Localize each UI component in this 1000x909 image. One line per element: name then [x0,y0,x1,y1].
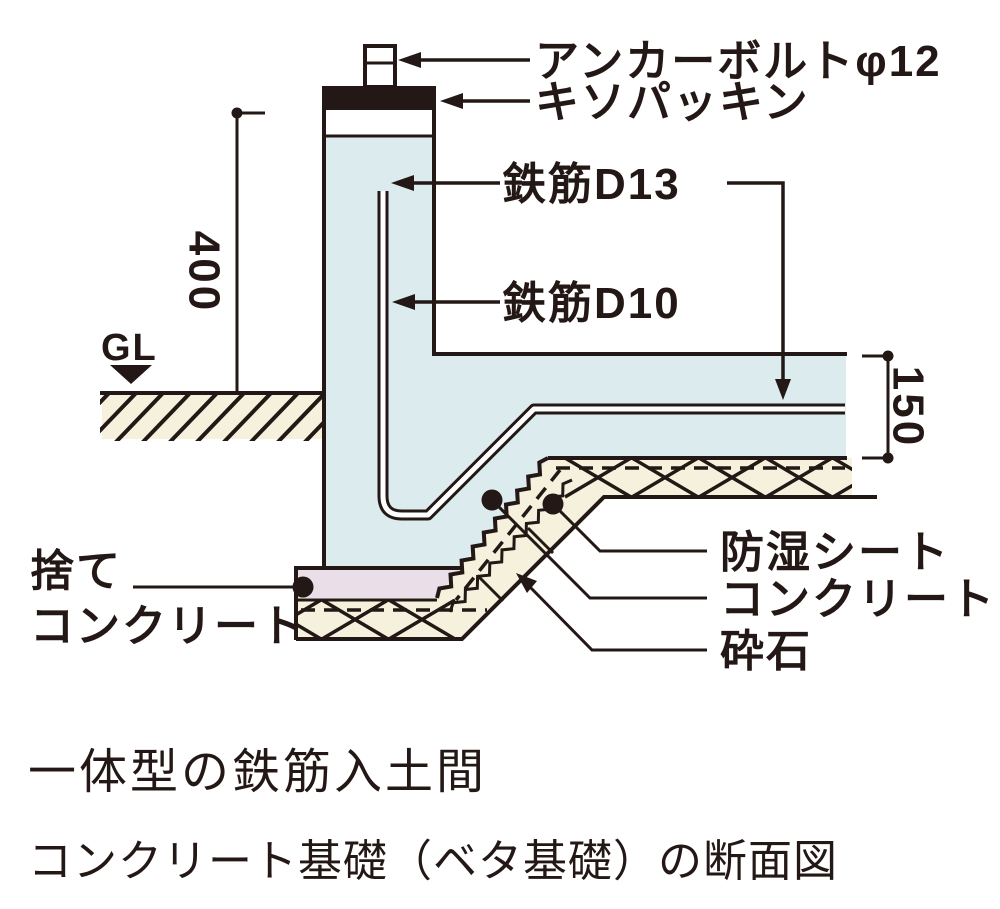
callout-kiso-packing: キソパッキン [440,78,810,127]
moisture-sheet-lines [301,466,845,612]
arrow-left-icon [440,93,463,109]
lean-concrete-fill [297,570,460,598]
kiso-packing-block [322,86,436,110]
kiso-packing-label: キソパッキン [535,78,810,127]
callout-anchor-bolt: アンカーボルトφ12 [398,37,942,86]
gl-label: GL [101,327,158,369]
arrow-left-icon [391,175,414,191]
crushed-stone-label: 砕石 [720,627,812,676]
callout-dot [481,489,503,511]
arrow-upleft-icon [516,573,537,593]
callout-rebar-d13: 鉄筋D13 [391,160,791,400]
slope-strip-marks [476,526,555,603]
arrow-down-icon [775,379,791,400]
captions: 一体型の鉄筋入土間 コンクリート基礎（ベタ基礎）の断面図 [28,746,838,886]
callout-concrete: コンクリート [481,489,996,624]
callout-crushed-stone: 砕石 [516,573,812,676]
lean-concrete-label-1: 捨て [30,547,122,596]
rebar-d13-label: 鉄筋D13 [502,160,681,209]
rebar-bars [377,191,845,521]
callout-rebar-d10: 鉄筋D10 [392,279,681,328]
ground-hatch [100,393,322,441]
gravel-hatch-left [297,599,456,640]
callout-lean-concrete: 捨て コンクリート [30,547,314,651]
dimension-400: 400 [180,107,265,393]
caption-line2: コンクリート基礎（ベタ基礎）の断面図 [28,837,838,886]
concrete-label: コンクリート [720,575,996,624]
anchor-bolt [363,44,397,89]
anchor-bolt-label: アンカーボルトφ12 [535,37,942,86]
gl-marker: GL [101,327,158,384]
lean-concrete-label-2: コンクリート [30,602,306,651]
callout-dot [292,576,314,598]
gl-triangle-icon [110,365,152,384]
arrow-left-icon [392,294,415,310]
callout-dot [542,493,564,515]
caption-line1: 一体型の鉄筋入土間 [28,746,487,799]
callout-moisture-sheet: 防湿シート [542,493,950,577]
concrete-fill [326,137,846,568]
arrow-left-icon [398,52,421,68]
dim-150-text: 150 [884,366,933,448]
dim-400-text: 400 [180,231,229,313]
dimension-150: 150 [862,350,933,464]
gravel-hatch-right [564,456,852,499]
moisture-sheet-label: 防湿シート [720,528,950,577]
rebar-d10-label: 鉄筋D10 [502,279,681,328]
